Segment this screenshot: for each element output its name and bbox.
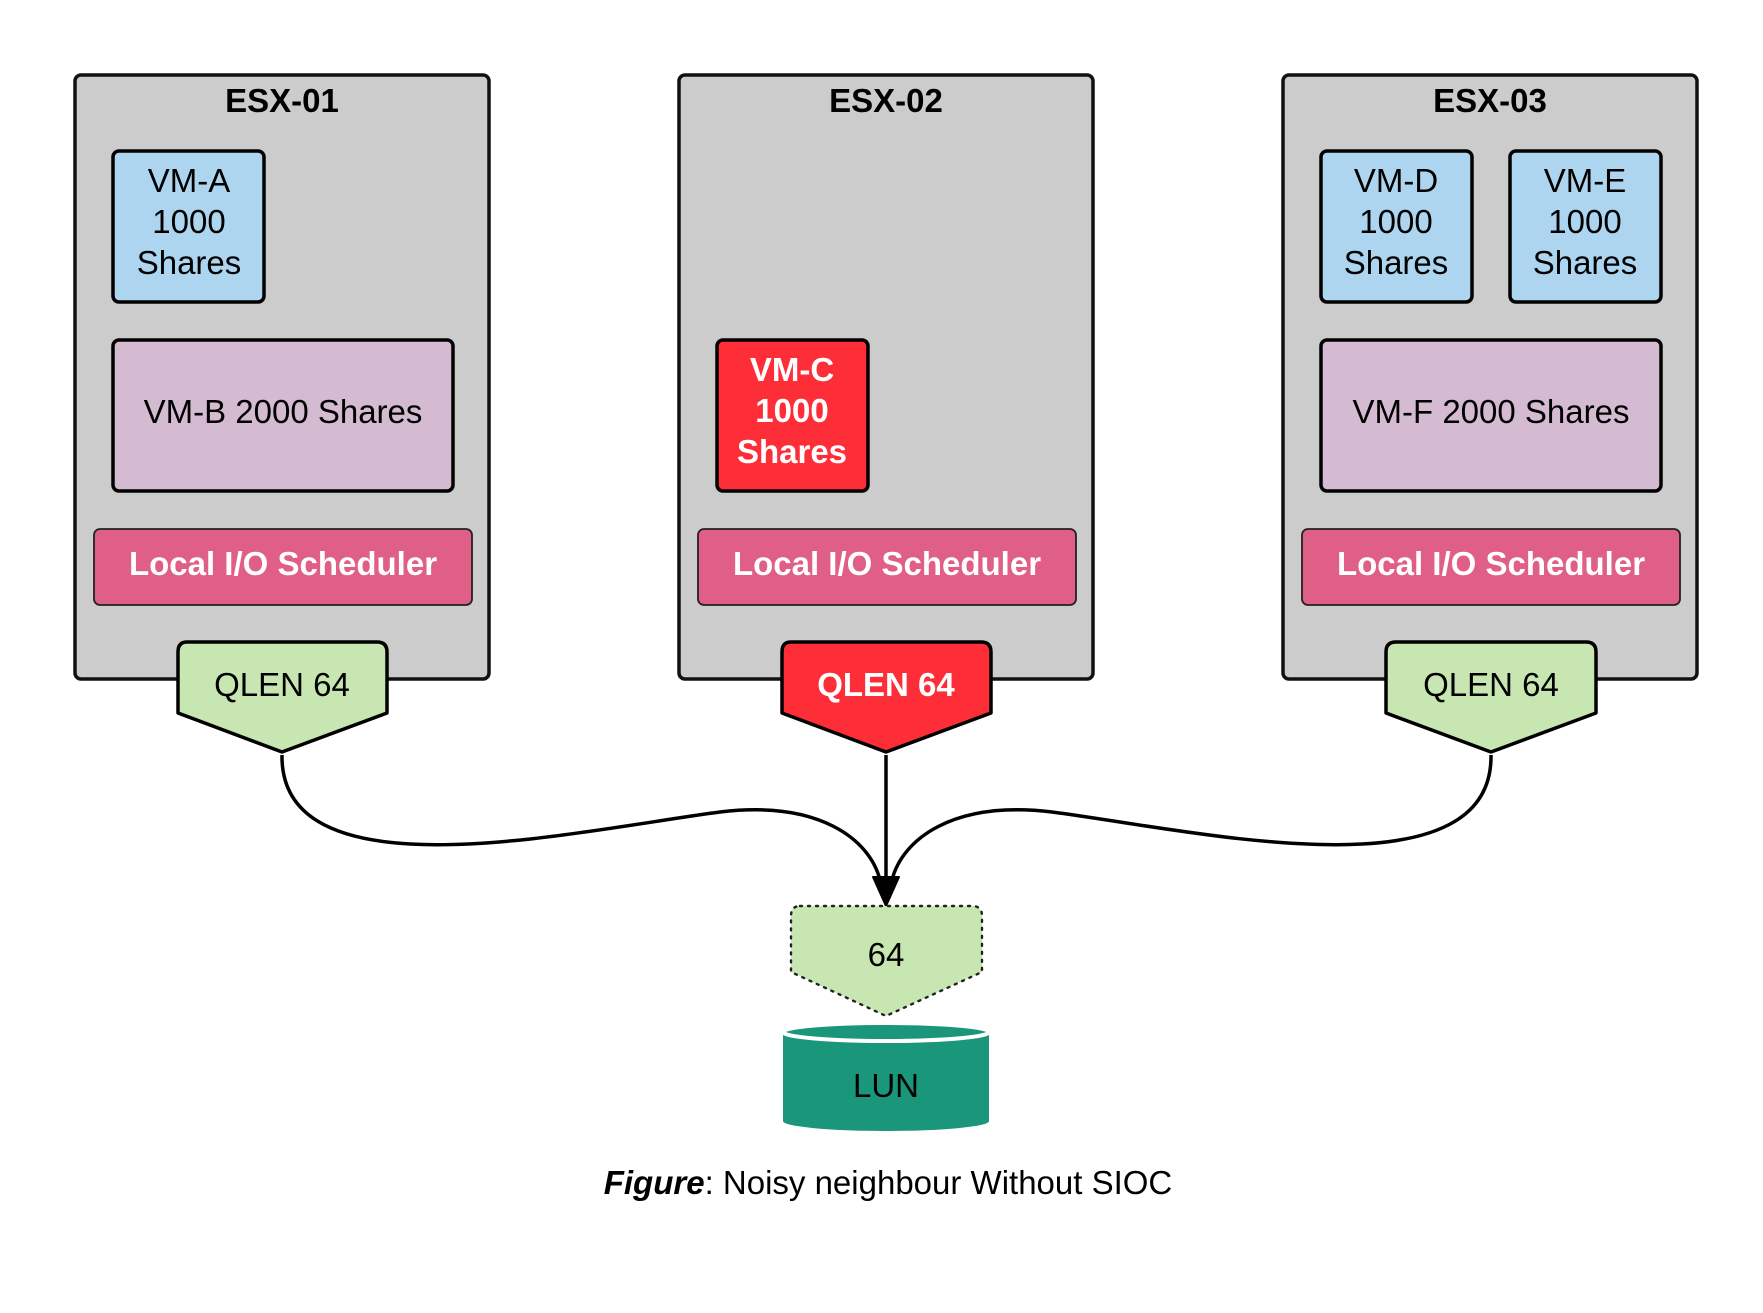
vm-d-line3: Shares — [1344, 244, 1449, 281]
vm-a-line3: Shares — [137, 244, 242, 281]
vm-b-box: VM-B 2000 Shares — [111, 338, 455, 493]
local-io-scheduler: Local I/O Scheduler — [93, 528, 473, 606]
vm-c-box: VM-C 1000 Shares — [715, 338, 870, 493]
vm-e-line2: 1000 — [1548, 203, 1621, 240]
lun-top — [781, 1021, 991, 1043]
aggregate-queue: 64 — [789, 904, 984, 1018]
vm-a-line2: 1000 — [152, 203, 225, 240]
vm-f-label: VM-F 2000 Shares — [1353, 393, 1630, 430]
vm-e-box: VM-E 1000 Shares — [1508, 149, 1663, 304]
qlen-label: QLEN 64 — [1423, 666, 1559, 703]
scheduler-label: Local I/O Scheduler — [1337, 545, 1645, 582]
host-title: ESX-03 — [1433, 82, 1547, 119]
caption-prefix: Figure — [604, 1164, 705, 1201]
host-esx-02: ESX-02 VM-C 1000 Shares Local I/O Schedu… — [677, 73, 1095, 754]
vm-b-label: VM-B 2000 Shares — [144, 393, 423, 430]
arrowhead-icon — [872, 876, 900, 907]
scheduler-label: Local I/O Scheduler — [733, 545, 1041, 582]
vm-a-box: VM-A 1000 Shares — [111, 149, 266, 304]
local-io-scheduler: Local I/O Scheduler — [697, 528, 1077, 606]
vm-c-line1: VM-C — [750, 351, 834, 388]
qlen-badge: QLEN 64 — [780, 640, 993, 754]
connector-esx-03 — [890, 754, 1493, 881]
vm-f-box: VM-F 2000 Shares — [1319, 338, 1663, 493]
aggregate-queue-label: 64 — [868, 936, 905, 973]
host-esx-03: ESX-03 VM-D 1000 Shares VM-E 1000 Shares… — [1281, 73, 1699, 754]
vm-e-line3: Shares — [1533, 244, 1638, 281]
lun-label: LUN — [853, 1067, 919, 1104]
connectors — [280, 754, 1493, 907]
host-title: ESX-02 — [829, 82, 943, 119]
vm-e-line1: VM-E — [1544, 162, 1627, 199]
qlen-badge: QLEN 64 — [1384, 640, 1598, 754]
vm-d-line2: 1000 — [1359, 203, 1432, 240]
connector-esx-01 — [280, 754, 882, 881]
qlen-label: QLEN 64 — [214, 666, 350, 703]
vm-c-line3: Shares — [737, 433, 847, 470]
vm-a-line1: VM-A — [148, 162, 231, 199]
local-io-scheduler: Local I/O Scheduler — [1301, 528, 1681, 606]
qlen-label: QLEN 64 — [817, 666, 955, 703]
vm-d-line1: VM-D — [1354, 162, 1438, 199]
vm-c-line2: 1000 — [755, 392, 828, 429]
scheduler-label: Local I/O Scheduler — [129, 545, 437, 582]
figure-caption: Figure: Noisy neighbour Without SIOC — [604, 1164, 1173, 1201]
qlen-badge: QLEN 64 — [176, 640, 389, 754]
host-esx-01: ESX-01 VM-A 1000 Shares VM-B 2000 Shares… — [73, 73, 491, 754]
lun-cylinder: LUN — [781, 1021, 991, 1131]
caption-text: : Noisy neighbour Without SIOC — [705, 1164, 1173, 1201]
host-title: ESX-01 — [225, 82, 339, 119]
vm-d-box: VM-D 1000 Shares — [1319, 149, 1474, 304]
